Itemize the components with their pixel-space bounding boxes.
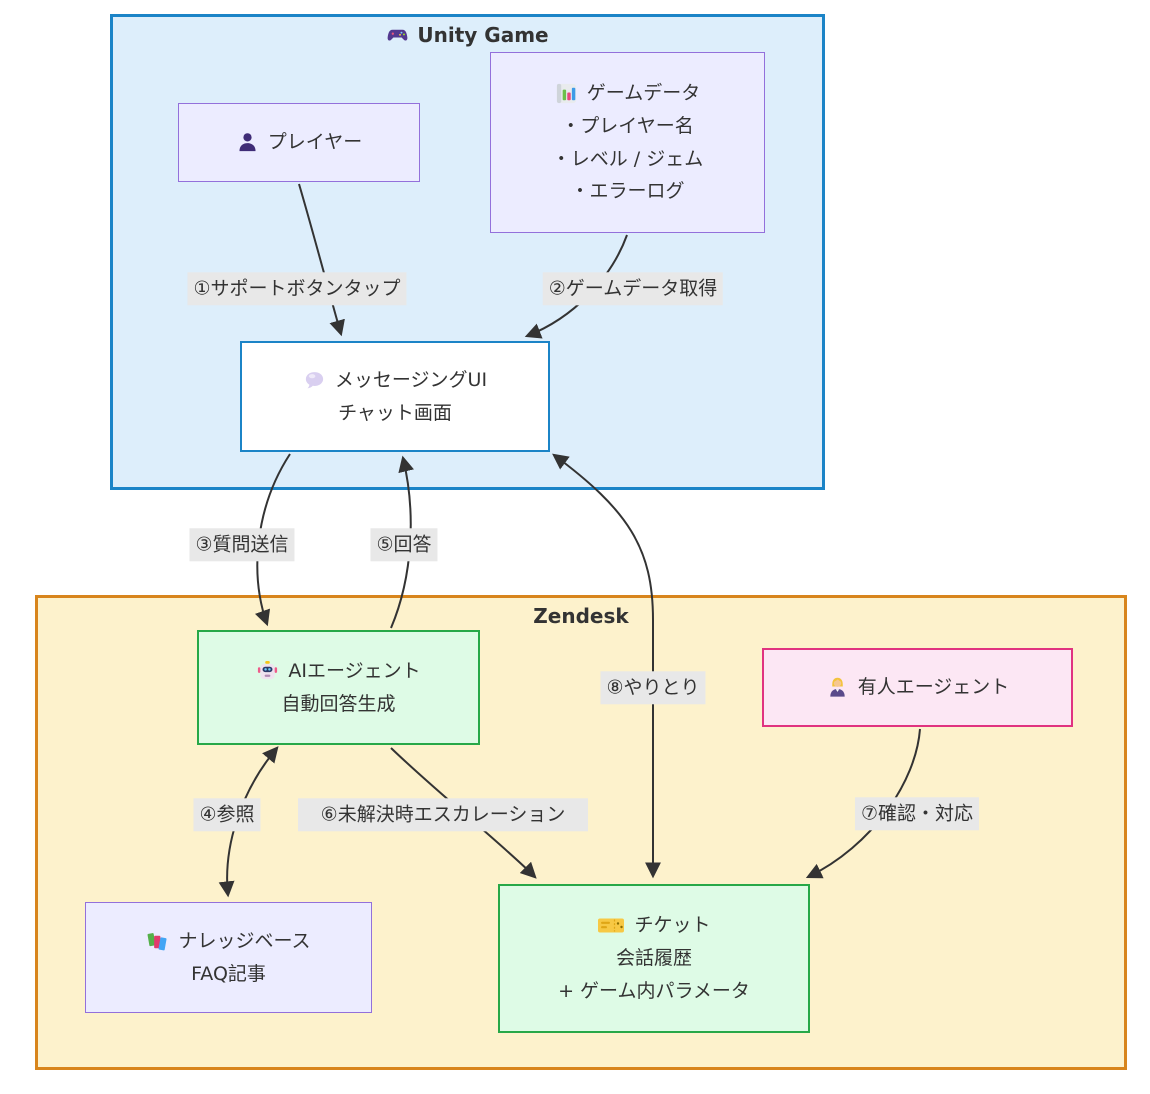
ticket-line3: + ゲーム内パラメータ (558, 979, 750, 1002)
node-player: プレイヤー (178, 103, 420, 182)
messaging-ui-line1: メッセージングUI (334, 368, 488, 391)
game-data-item-level-gems: ・レベル / ジェム (551, 147, 704, 170)
gamepad-icon (386, 24, 409, 47)
edge-label-get-game-data: ②ゲームデータ取得 (542, 272, 724, 306)
knowledge-base-line2: FAQ記事 (191, 962, 266, 985)
ticket-icon (597, 915, 625, 936)
edge-1-support-button-tap (298, 183, 345, 337)
human-agent-label: 有人エージェント (857, 676, 1010, 699)
bar-chart-icon (555, 82, 578, 105)
ticket-line2: 会話履歴 (615, 947, 692, 970)
game-data-item-player-name: ・プレイヤー名 (561, 114, 694, 137)
messaging-ui-line2: チャット画面 (338, 401, 452, 424)
node-ai-agent: AIエージェント 自動回答生成 (197, 630, 480, 745)
node-game-data: ゲームデータ ・プレイヤー名 ・レベル / ジェム ・エラーログ (490, 52, 765, 233)
node-knowledge-base: ナレッジベース FAQ記事 (85, 902, 372, 1013)
unity-game-title: Unity Game (113, 23, 822, 47)
player-label: プレイヤー (267, 131, 363, 154)
unity-game-title-text: Unity Game (417, 23, 549, 47)
ai-agent-line1: AIエージェント (288, 659, 421, 682)
books-icon (146, 930, 169, 953)
ai-agent-line2: 自動回答生成 (281, 692, 396, 715)
edge-label-answer: ⑤回答 (370, 528, 438, 562)
ticket-line1: チケット (634, 914, 711, 937)
edge-8-interaction (552, 453, 661, 879)
knowledge-base-line1: ナレッジベース (178, 929, 311, 952)
speech-bubble-icon (303, 369, 326, 392)
node-ticket: チケット 会話履歴 + ゲーム内パラメータ (498, 884, 810, 1033)
node-messaging-ui: メッセージングUI チャット画面 (240, 341, 550, 452)
person-silhouette-icon (236, 131, 259, 154)
edge-label-support-button-tap: ①サポートボタンタップ (187, 272, 407, 306)
game-data-title: ゲームデータ (586, 82, 701, 105)
game-data-item-error-log: ・エラーログ (570, 180, 685, 203)
robot-icon (256, 660, 279, 683)
edge-label-reference: ④参照 (193, 798, 261, 832)
edge-label-confirm-respond: ⑦確認・対応 (854, 797, 980, 831)
office-worker-icon (826, 676, 849, 699)
edge-label-escalation: ⑥未解決時エスカレーション (298, 798, 588, 832)
edge-label-send-question: ③質問送信 (189, 528, 295, 562)
edge-label-interaction: ⑧やりとり (600, 671, 706, 705)
node-human-agent: 有人エージェント (762, 648, 1073, 727)
